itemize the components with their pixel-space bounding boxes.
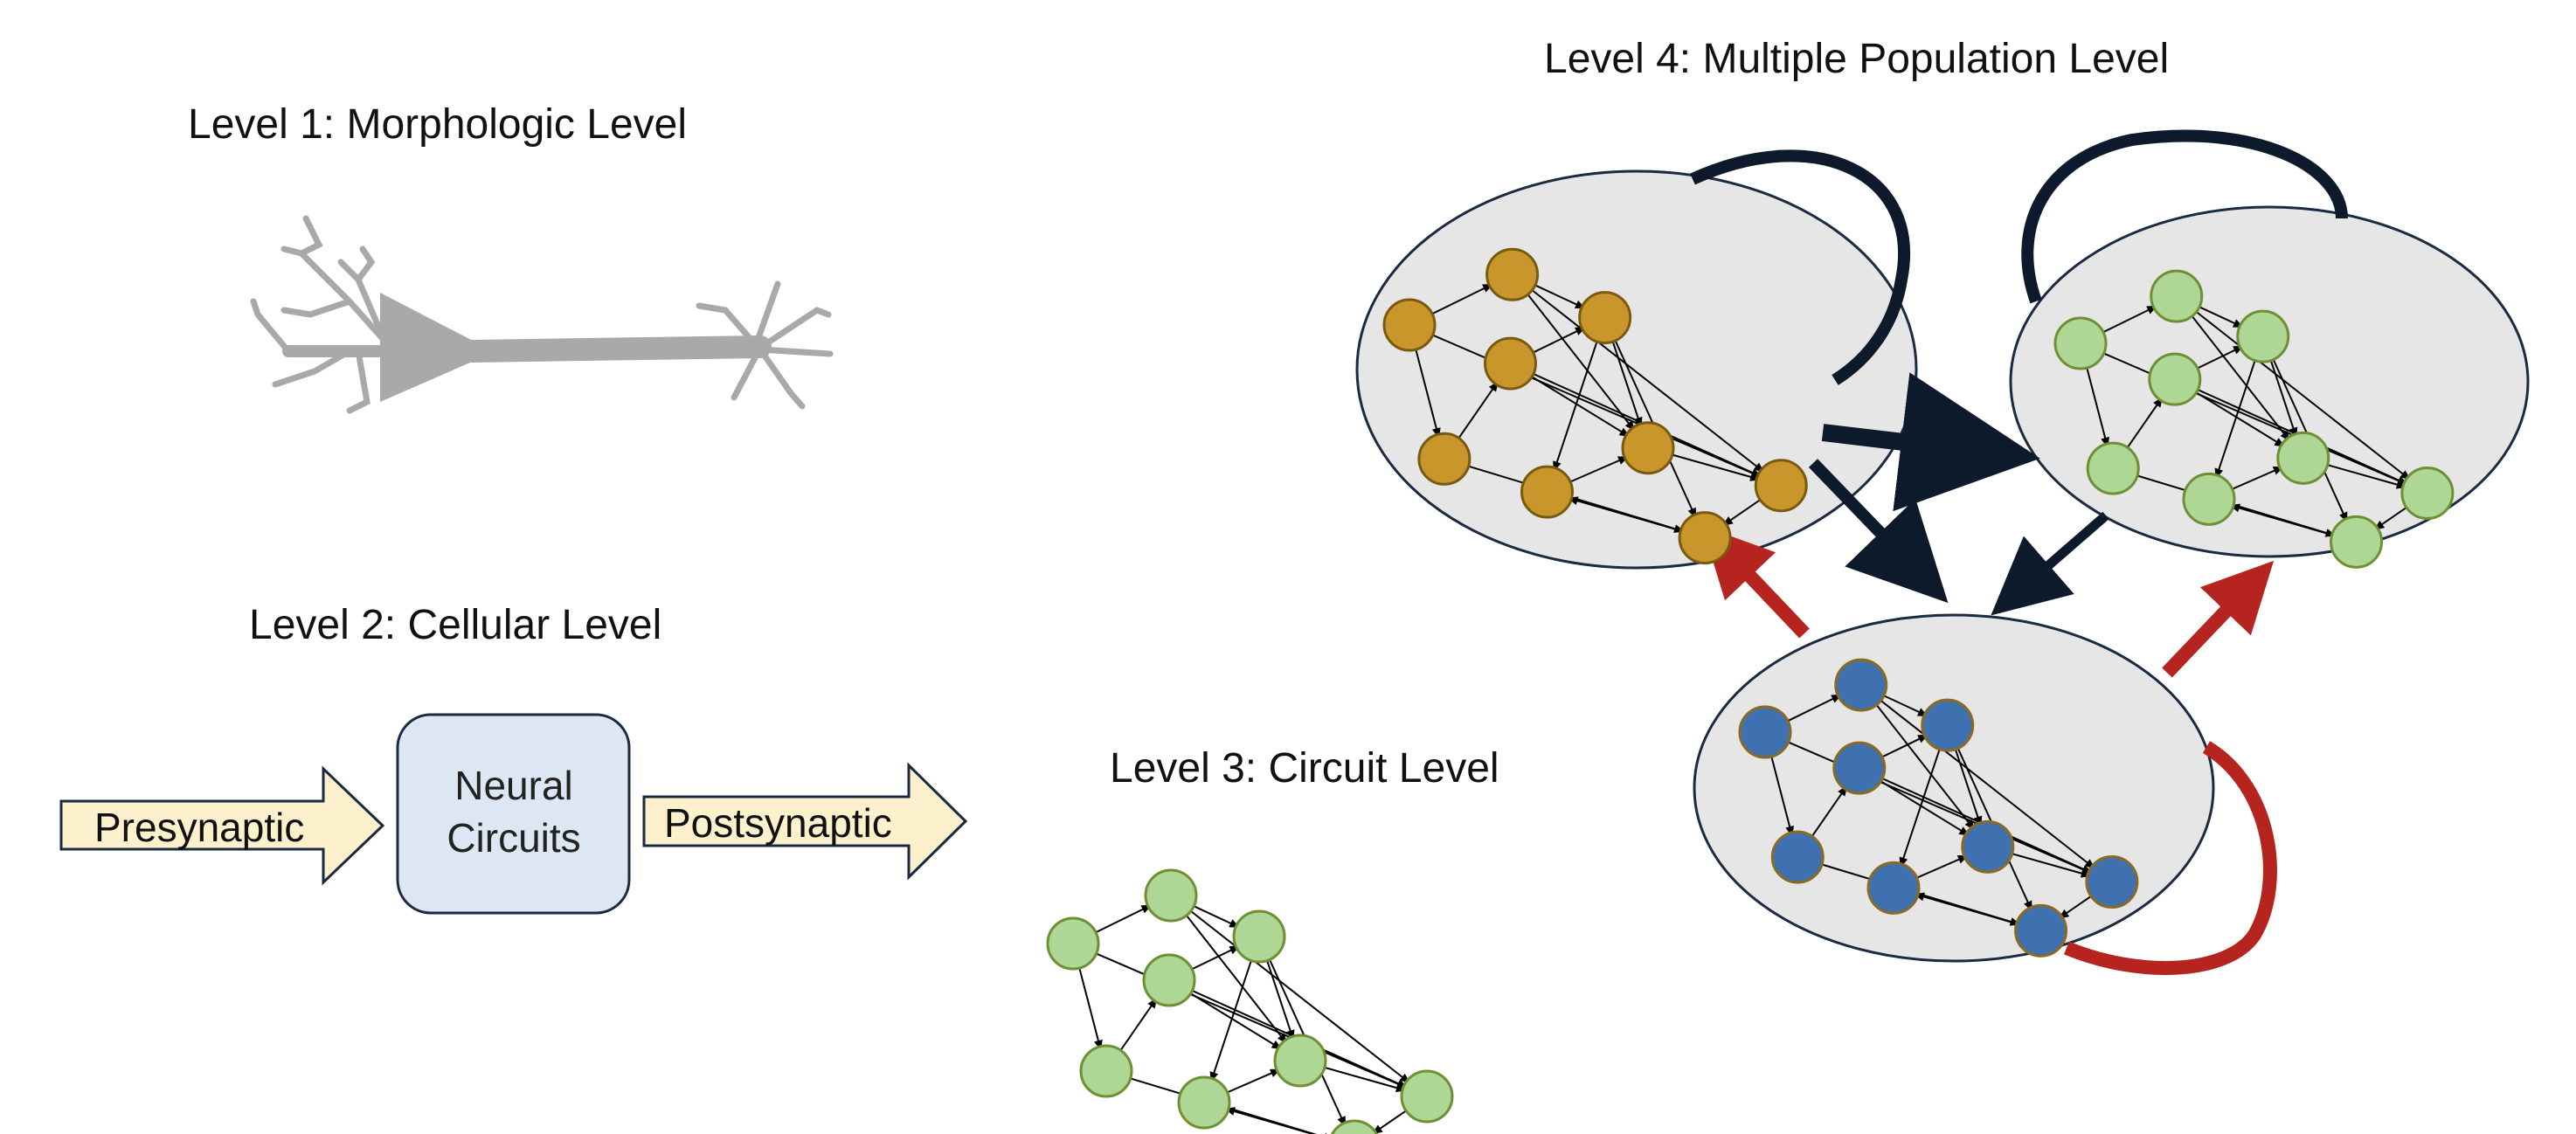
- circuit-connection: [1070, 948, 1103, 1051]
- circuit-connection: [1523, 283, 1765, 473]
- neuron-node: [1484, 336, 1537, 391]
- neuron-node: [1417, 432, 1472, 486]
- neuron-node: [2330, 515, 2384, 569]
- neuron-node: [1232, 909, 1286, 964]
- neuron-node: [1382, 298, 1437, 352]
- dendrites: [250, 215, 388, 414]
- level4-title: Level 4: Multiple Population Level: [1544, 36, 2170, 82]
- axon: [460, 335, 772, 363]
- neuron-node: [1754, 459, 1808, 513]
- cell-body: [380, 293, 476, 402]
- neuron-node: [2014, 903, 2068, 958]
- neuron-morphology: [250, 215, 834, 414]
- gold-to-blue-arrow: [1808, 459, 1949, 604]
- neuron-node: [1578, 291, 1632, 345]
- neuron-node: [2150, 269, 2204, 323]
- neuron-node: [1738, 705, 1792, 759]
- green-to-blue-arrow: [1991, 511, 2109, 616]
- neural-circuits-line1: Neural: [454, 763, 573, 808]
- circuit-connection: [1769, 694, 1843, 734]
- neuron-node: [1770, 830, 1825, 884]
- level1-title: Level 1: Morphologic Level: [188, 101, 688, 148]
- neuron-node: [1961, 819, 2015, 874]
- neuron-node: [1678, 511, 1732, 565]
- gold-self-loop: [1690, 149, 1911, 385]
- circuit-connection: [1899, 739, 1944, 868]
- circuit-connection: [1413, 283, 1493, 327]
- neural-circuits-line2: Circuits: [447, 815, 580, 861]
- neuron-node: [2276, 431, 2330, 485]
- neuron-node: [1520, 465, 1574, 519]
- neuron-node: [2148, 352, 2202, 406]
- axon-terminals: [696, 280, 834, 410]
- circuit-connection: [1077, 904, 1153, 945]
- population-blue: [1693, 613, 2215, 963]
- circuit-network-level3: [1046, 868, 1454, 1134]
- neuron-node: [1400, 1069, 1454, 1124]
- circuit-connection: [1553, 331, 1602, 473]
- neuron-node: [1079, 1044, 1133, 1098]
- presynaptic-label: Presynaptic: [94, 805, 304, 850]
- neuron-node: [1621, 421, 1675, 475]
- green-self-loop: [2021, 129, 2348, 304]
- circuit-network-blue: [1738, 658, 2139, 958]
- circuit-connection: [1872, 694, 2095, 869]
- circuit-connection: [1182, 903, 1411, 1084]
- blue-to-green-arrow: [2162, 560, 2275, 678]
- circuit-connection: [1077, 942, 1408, 1089]
- blue-to-gold-arrow: [1701, 525, 1810, 639]
- level2-title: Level 2: Cellular Level: [249, 602, 662, 648]
- circuit-network-green: [2053, 269, 2455, 569]
- neuron-node: [1485, 247, 1540, 301]
- neuron-node: [1142, 953, 1196, 1007]
- neuron-node: [1921, 698, 1975, 752]
- neuron-node: [1144, 868, 1198, 923]
- circuit-connection: [2214, 350, 2260, 480]
- blue-self-loop: [2063, 741, 2277, 975]
- cellular-level: Presynaptic Neural Circuits Postsynaptic: [59, 713, 968, 915]
- neuron-node: [1832, 741, 1887, 795]
- circuit-network-gold: [1382, 247, 1808, 565]
- population-connections: [1690, 129, 2348, 975]
- population-gold: [1355, 169, 1918, 570]
- neuron-node: [2085, 855, 2139, 909]
- level3-title: Level 3: Circuit Level: [1110, 745, 1499, 792]
- neuron-node: [1834, 658, 1888, 712]
- circuit-connection: [2084, 305, 2158, 345]
- neuron-node: [2400, 467, 2455, 520]
- neuron-node: [2236, 309, 2290, 363]
- presynaptic-arrow: [59, 765, 385, 886]
- neuron-node: [1330, 1119, 1379, 1134]
- circuit-connection: [1209, 951, 1256, 1083]
- circuit-connection: [2187, 305, 2411, 481]
- neuron-node: [2053, 316, 2108, 370]
- neuron-node: [2182, 472, 2236, 526]
- neuron-node: [2086, 441, 2140, 495]
- gold-to-green-arrow: [1821, 372, 2040, 512]
- neuron-node: [1177, 1075, 1231, 1130]
- neuron-node: [1273, 1034, 1327, 1088]
- neuron-node: [1046, 916, 1100, 971]
- neuron-node: [1866, 861, 1921, 915]
- postsynaptic-label: Postsynaptic: [664, 800, 892, 846]
- postsynaptic-arrow: [642, 762, 968, 881]
- neural-circuits-box: [396, 713, 631, 915]
